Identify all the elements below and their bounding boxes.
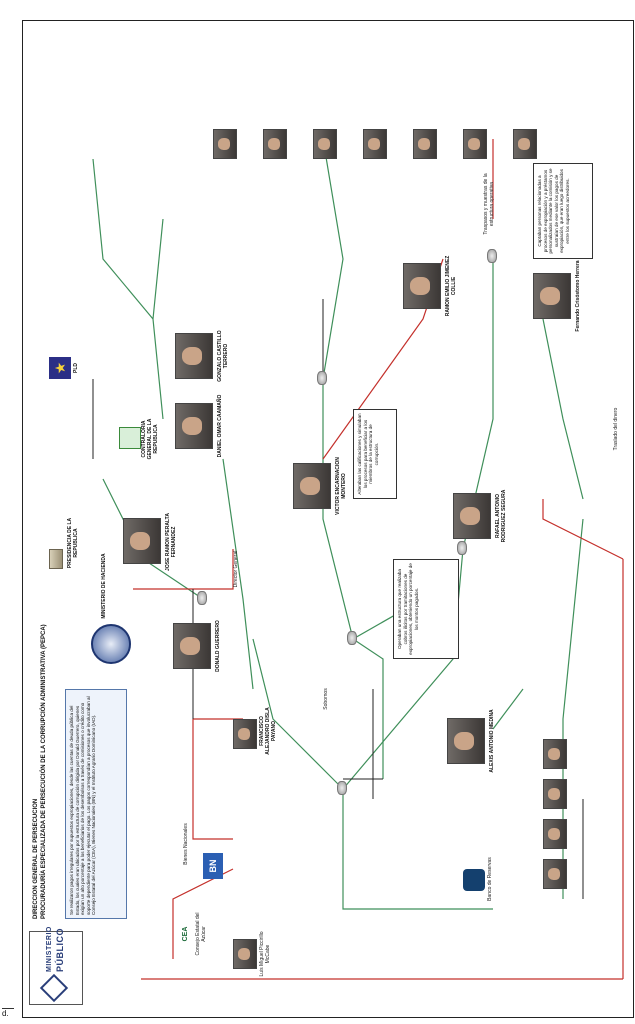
director-label: Director General: [233, 550, 239, 588]
presidencia-label: PRESIDENCIA DE LA REPUBLICA: [67, 517, 79, 569]
ramon-emilio-label: RAMON EMILIO JIMENEZ COLLIE: [445, 255, 457, 317]
hub-node: [347, 631, 357, 645]
traslado-label: Traslado del dinero: [613, 407, 619, 451]
pld-label: PLD: [73, 363, 79, 373]
gonzalo-photo: [175, 333, 213, 379]
group-photo: [543, 819, 567, 849]
description-text: Se realizaron pagos irregulares por supu…: [69, 696, 97, 915]
fernando-label: Fernando Crisóstomo Herrera: [575, 260, 581, 332]
banreservas-logo: [463, 869, 485, 891]
hub-node: [197, 591, 207, 605]
daniel-label: DANIEL OMAR CAAMAÑO: [217, 394, 223, 458]
bienes-nacionales-label: Bienes Nacionales: [183, 823, 189, 865]
group-photo: [543, 779, 567, 809]
contraloria-label: CONTRALORIA GENERAL DE LA REPUBLICA: [141, 418, 159, 460]
group-photo: [363, 129, 387, 159]
jose-ramon-label: JOSE RAMON PERALTA FERNANDEZ: [165, 513, 177, 571]
directorate-title: DIRECCION GENERAL DE PERSECUCION: [33, 798, 39, 919]
rafael-photo: [453, 493, 491, 539]
fernando-note-box: Captaban personas relacionadas a proceso…: [533, 163, 593, 259]
group-photo: [513, 129, 537, 159]
hub-node: [487, 249, 497, 263]
presidencia-building: [49, 549, 63, 569]
alexis-label: ALEXIS ANTONIO MEDINA: [489, 709, 495, 773]
group-photo: [263, 129, 287, 159]
francisco-label: FRANCISCO ALEJANDRO DISLA PAYANO: [259, 707, 277, 755]
bn-logo: BN: [203, 853, 223, 879]
group-photo: [413, 129, 437, 159]
donald-photo: [173, 623, 211, 669]
donald-label: DONALD GUERRERO: [215, 620, 221, 672]
gonzalo-label: GONZALO CASTILLO TERRERO: [217, 330, 229, 382]
victor-photo: [293, 463, 331, 509]
hub-node: [337, 781, 347, 795]
description-box: Se realizaron pagos irregulares por supu…: [65, 689, 127, 919]
fernando-note-text: Captaban personas relacionadas a proceso…: [537, 168, 570, 254]
group-photo: [213, 129, 237, 159]
francisco-photo: [233, 719, 257, 749]
sobornos-label: Sobornos: [323, 688, 329, 710]
cea-label: CEA: [182, 926, 189, 942]
footnote: d.: [2, 1008, 16, 1020]
agency-title: PROCURADURÍA ESPECIALIZADA DE PERSECUCIÓ…: [41, 624, 47, 919]
lucas-photo: [233, 939, 257, 969]
rafael-label: RAFAEL ANTONIO RODRIGUEZ SEGURA: [495, 489, 507, 543]
ministerio-logo: MINISTERIO PÚBLICO: [29, 926, 83, 1005]
alexis-photo: [447, 718, 485, 764]
footnote-text: d.: [2, 1009, 9, 1018]
logo-line2: PÚBLICO: [55, 928, 65, 972]
operaban-note-text: Operaban una estructura que realizaba co…: [397, 563, 419, 655]
group-photo: [543, 739, 567, 769]
group-photo: [313, 129, 337, 159]
victor-note-box: Alteraban las calificaciones y simulaban…: [353, 409, 397, 499]
lucas-label: Luis Miguel Piccirillo McCabe: [259, 931, 271, 977]
logo-line1: MINISTERIO: [46, 926, 53, 972]
hub-node: [457, 541, 467, 555]
footnote-rule: [2, 1008, 14, 1009]
pld-logo: ★: [49, 357, 71, 379]
group-photo: [543, 859, 567, 889]
victor-note-text: Alteraban las calificaciones y simulaban…: [357, 413, 379, 495]
hacienda-seal: [91, 624, 131, 664]
diagram-frame: MINISTERIO PÚBLICO DIRECCION GENERAL DE …: [22, 20, 634, 1018]
hacienda-label: MINISTERIO DE HACIENDA: [101, 553, 107, 619]
jose-ramon-photo: [123, 518, 161, 564]
hub-node: [317, 371, 327, 385]
ramon-emilio-photo: [403, 263, 441, 309]
fernando-photo: [533, 273, 571, 319]
operaban-note-box: Operaban una estructura que realizaba co…: [393, 559, 459, 659]
group-photo: [463, 129, 487, 159]
contraloria-logo: [119, 427, 141, 449]
victor-label: VICTOR ENCARNACION MONTERO: [335, 457, 347, 515]
daniel-photo: [175, 403, 213, 449]
diagram-canvas: MINISTERIO PÚBLICO DIRECCION GENERAL DE …: [23, 21, 633, 1017]
transfer-label: Traspasos y muestras de la estructura op…: [483, 173, 495, 235]
consejo-label: Consejo Estatal del Azúcar: [195, 912, 207, 956]
banreservas-label: Banco de Reservas: [487, 857, 493, 901]
logo-mark-icon: [39, 973, 69, 1003]
